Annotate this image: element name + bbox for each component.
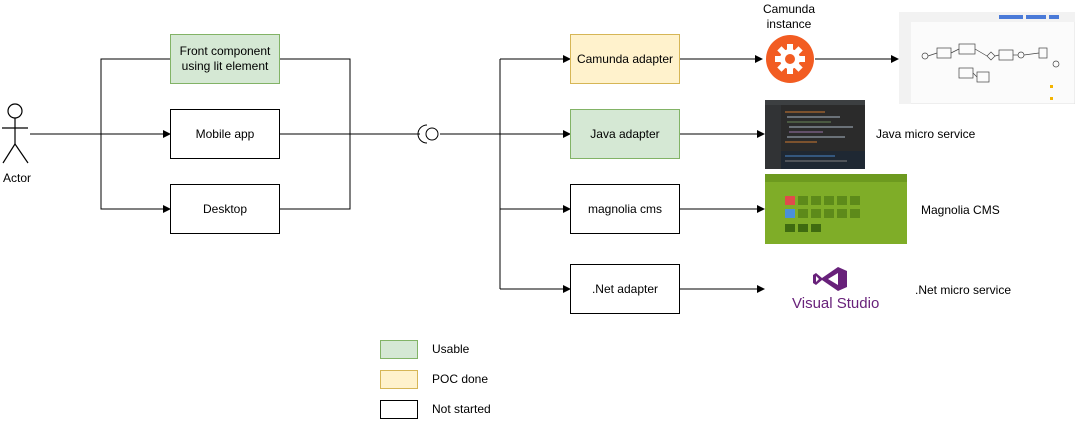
desktop-label: Desktop <box>202 201 248 216</box>
interface-symbol <box>417 124 439 144</box>
magnolia-cms-box[interactable]: magnolia cms <box>570 184 680 234</box>
actor-label: Actor <box>3 171 32 185</box>
legend-usable-swatch <box>380 340 418 359</box>
visual-studio-logo-text: Visual Studio <box>792 295 880 312</box>
camunda-instance-title: Camunda instance <box>762 2 816 31</box>
mobile-app-label: Mobile app <box>195 126 255 141</box>
camunda-adapter-label: Camunda adapter <box>576 51 674 66</box>
java-ide-screenshot <box>765 100 865 169</box>
legend-not-started-label: Not started <box>432 402 491 416</box>
magnolia-cms-screenshot <box>765 174 907 244</box>
legend-not-started-swatch <box>380 400 418 419</box>
camunda-adapter-box[interactable]: Camunda adapter <box>570 34 680 84</box>
actor-figure <box>2 103 29 164</box>
java-adapter-box[interactable]: Java adapter <box>570 109 680 159</box>
visual-studio-icon <box>813 267 847 291</box>
front-component-box[interactable]: Front component using lit element <box>170 34 280 84</box>
magnolia-cms-label: magnolia cms <box>587 201 663 216</box>
legend-poc-label: POC done <box>432 372 489 386</box>
desktop-box[interactable]: Desktop <box>170 184 280 234</box>
dotnet-adapter-box[interactable]: .Net adapter <box>570 264 680 314</box>
java-service-label: Java micro service <box>876 127 976 141</box>
front-component-label: Front component using lit element <box>179 44 271 73</box>
java-adapter-label: Java adapter <box>590 126 660 141</box>
dotnet-service-label: .Net micro service <box>915 283 1012 297</box>
legend-poc-swatch <box>380 370 418 389</box>
magnolia-service-label: Magnolia CMS <box>921 203 1000 217</box>
dotnet-adapter-label: .Net adapter <box>591 281 659 296</box>
mobile-app-box[interactable]: Mobile app <box>170 109 280 159</box>
legend-usable-label: Usable <box>432 342 470 356</box>
camunda-modeler-screenshot <box>899 12 1075 104</box>
camunda-gear-icon <box>766 35 814 83</box>
